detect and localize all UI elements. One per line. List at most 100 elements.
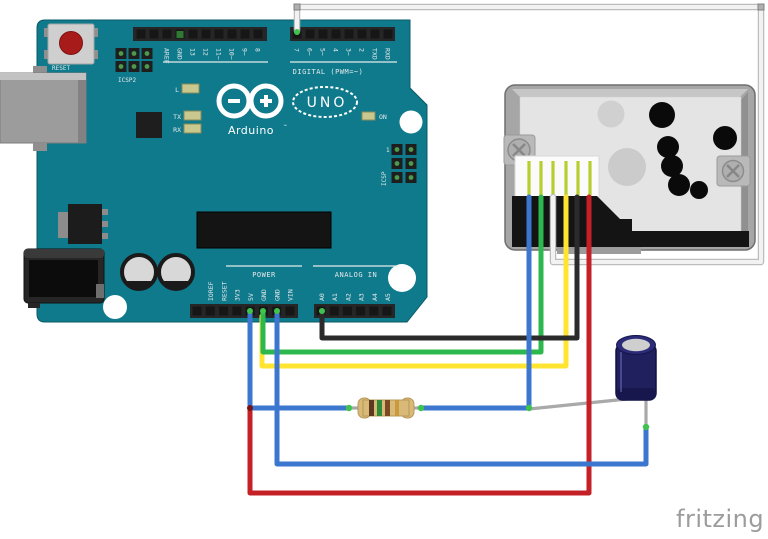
icsp-pad-hole — [408, 175, 414, 180]
pin-label: 12 — [202, 48, 210, 56]
icsp-pad-hole — [144, 64, 150, 69]
mounting-hole — [399, 110, 423, 134]
header-pin — [331, 29, 341, 39]
header-pin — [318, 29, 328, 39]
power-jack — [23, 248, 105, 308]
board-capacitors — [120, 253, 195, 291]
crystal-component — [136, 112, 162, 138]
reset-label: RESET — [52, 65, 70, 72]
icsp-pin1-label: 1 — [386, 147, 390, 154]
icsp2-label: ICSP2 — [118, 77, 136, 84]
pin-label: IOREF — [207, 281, 215, 301]
led-tx — [183, 110, 202, 121]
header-pin — [369, 306, 379, 316]
band-green — [377, 400, 382, 416]
pin-label: A1 — [331, 293, 339, 301]
icsp-pad-hole — [408, 161, 414, 166]
pin-label: 5V — [247, 293, 255, 301]
icsp-header: 1 ICSP — [381, 144, 417, 186]
pin-label: 11~ — [215, 48, 223, 60]
pin-label: 6~ — [306, 48, 314, 56]
sensor-connector-pins — [527, 161, 592, 198]
red-wire-endpoint — [247, 405, 253, 411]
header-pin — [192, 306, 202, 316]
pin-label: 5~ — [319, 48, 327, 56]
pin-label: A4 — [371, 293, 379, 301]
pin-label: A0 — [318, 293, 326, 301]
arduino-logo — [216, 83, 284, 119]
pin-label: 8 — [254, 48, 262, 52]
band-gold — [395, 400, 399, 416]
electrolytic-capacitor — [615, 335, 657, 401]
led-rx-label: RX — [173, 126, 181, 134]
icsp-pad-hole — [394, 175, 400, 180]
icsp-pad-hole — [118, 64, 124, 69]
atmega-chip — [196, 211, 332, 249]
header-pin — [357, 29, 367, 39]
wire-red — [247, 194, 592, 496]
header-pin — [329, 306, 339, 316]
icsp-pad-hole — [131, 64, 137, 69]
fritzing-watermark: fritzing — [676, 505, 764, 533]
icsp-pad-hole — [118, 51, 124, 56]
pin-label: 2 — [358, 48, 366, 52]
led-tx-label: TX — [173, 113, 181, 121]
arduino-brand-text: Arduino — [228, 124, 274, 137]
header-pin — [219, 306, 229, 316]
led-l — [181, 83, 200, 94]
led-rx — [183, 123, 202, 134]
led-l-label: L — [175, 86, 179, 94]
header-pin — [201, 29, 211, 39]
reset-button: RESET — [44, 23, 98, 72]
wire-black — [319, 194, 580, 341]
sensor-vent-holes — [649, 102, 737, 199]
pin-label: TXD — [371, 48, 379, 60]
wire-white — [295, 5, 763, 264]
band-brown — [385, 400, 390, 416]
mounting-hole — [103, 295, 127, 319]
pin-label: VIN — [287, 289, 295, 301]
led-on — [361, 111, 376, 121]
icsp-pad-hole — [394, 161, 400, 166]
pin-label: 13 — [189, 48, 197, 56]
header-pin — [344, 29, 354, 39]
icsp-label: ICSP — [381, 171, 388, 186]
usb-connector — [0, 66, 87, 151]
digital-caption: DIGITAL (PWM=~) — [293, 68, 364, 76]
header-pin — [214, 29, 224, 39]
voltage-regulator — [58, 204, 108, 244]
header-pin — [370, 29, 380, 39]
wire-bendpoints — [293, 3, 765, 11]
header-pin — [383, 29, 393, 39]
band-brown — [369, 400, 374, 416]
icsp-pad-hole — [144, 51, 150, 56]
power-caption: POWER — [252, 271, 276, 279]
pin-label: A2 — [344, 293, 352, 301]
pin-label: A5 — [384, 293, 392, 301]
arduino-uno-board: RESET ICSP2 1 ICSP — [0, 19, 428, 323]
header-pin — [240, 29, 250, 39]
header-pin — [285, 306, 295, 316]
resistor-150ohm — [357, 397, 415, 419]
junction-dots — [247, 29, 650, 431]
header-pin — [188, 29, 198, 39]
sensor-base-tab — [557, 247, 641, 254]
pin-label: 7 — [293, 48, 301, 52]
pin-label: GND — [273, 289, 281, 301]
pin-label: 9~ — [241, 48, 249, 56]
header-pin — [382, 306, 392, 316]
trademark: ™ — [283, 124, 288, 130]
icsp-pad-hole — [394, 147, 400, 152]
uno-label: UNO — [307, 95, 348, 111]
analog-caption: ANALOG IN — [335, 271, 377, 279]
pin-label: GND — [176, 48, 184, 60]
pin-label: RXD — [384, 48, 392, 60]
sensor-circle-small — [597, 100, 625, 128]
icsp2-header: ICSP2 — [115, 48, 153, 84]
header-pin — [305, 29, 315, 39]
header-pin — [356, 306, 366, 316]
header-pin — [253, 29, 263, 39]
pin-label: RESET — [220, 281, 228, 301]
icsp-pad-hole — [131, 51, 137, 56]
